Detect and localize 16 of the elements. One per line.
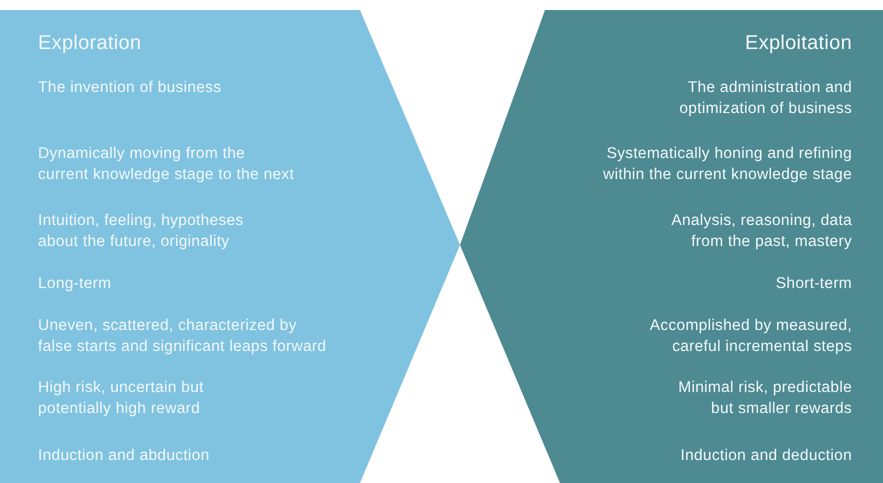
description-text: Long-term — [38, 274, 112, 294]
description-text: Minimal risk, predictable but smaller rewards — [677, 378, 852, 419]
description-text: The invention of business — [38, 78, 222, 98]
description-text: Dynamically moving from the current knowledge stage to the next — [38, 144, 296, 185]
description-text: Analysis, reasoning, data from the past, mastery — [670, 211, 852, 252]
column-heading: Exploration — [38, 31, 142, 55]
description-text: Intuition, feeling, hypotheses about the future, originality — [38, 211, 244, 252]
description-text: Induction and deduction — [679, 446, 852, 466]
description-text: Induction and abduction — [38, 446, 211, 466]
description-text: Uneven, scattered, characterized by false starts and significant leaps forward — [38, 316, 328, 357]
description-text: High risk, uncertain but potentially high reward — [38, 378, 205, 419]
description-text: The administration and optimization of business — [678, 78, 852, 119]
description-text: Systematically honing and refining within the current knowledge stage — [602, 144, 852, 185]
column-heading: Exploitation — [744, 31, 852, 55]
description-text: Short-term — [774, 274, 852, 294]
description-text: Accomplished by measured, careful incremental steps — [648, 316, 852, 357]
